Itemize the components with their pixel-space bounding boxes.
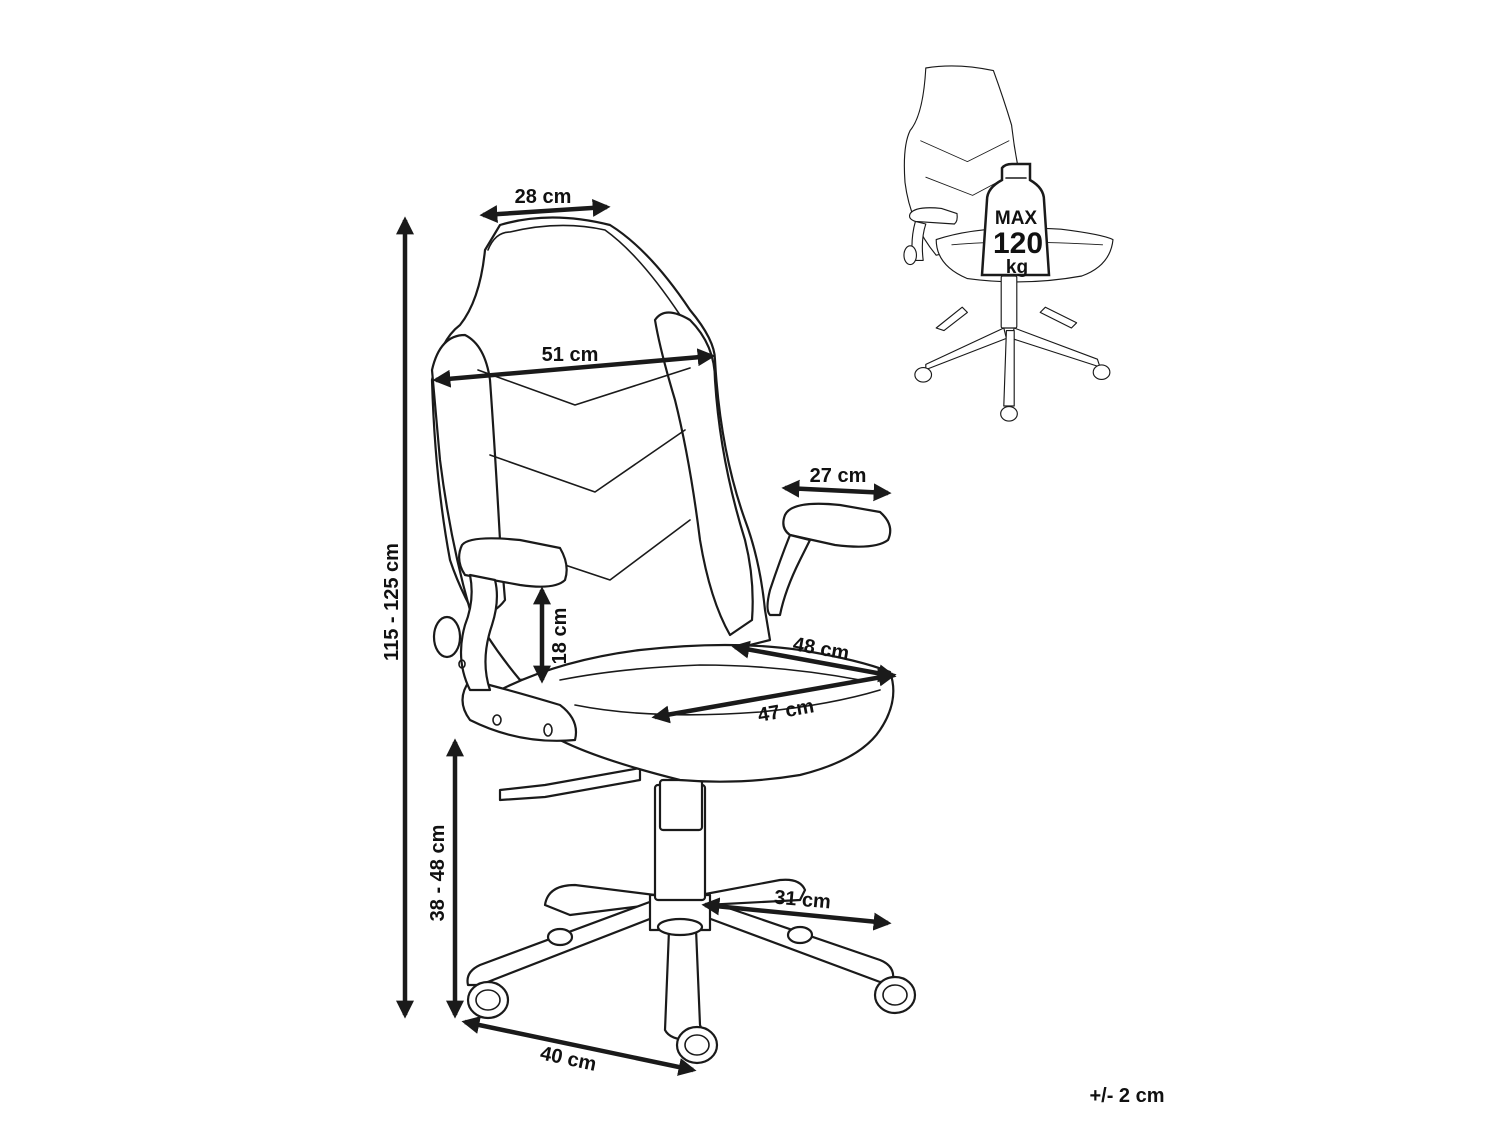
caster-left [466,980,510,1020]
chair-base [466,766,917,1065]
base-radius-label: 31 cm [773,887,831,914]
seat-depth-line [651,668,897,724]
backrest-width-label: 51 cm [542,344,599,366]
headrest-width-label: 28 cm [515,186,572,208]
base-width-line [461,1016,697,1076]
armrest-height-label: 18 cm [549,608,571,665]
caster-front [675,1025,719,1065]
dimension-lines [396,198,897,1076]
caster-right [873,975,917,1015]
max-load-label-line3: kg [1006,257,1028,278]
dimension-labels: 28 cm 51 cm 27 cm 18 cm 48 cm 47 cm 31 c… [381,186,866,1076]
chair-left-armrest [432,537,568,692]
backrest-width-line [432,348,716,388]
armrest-length-label: 27 cm [810,465,867,487]
headrest-width-line [479,198,611,224]
chair-drawing [430,216,917,1065]
tolerance-note: +/- 2 cm [1089,1085,1164,1107]
chair-right-armrest [766,502,892,617]
seat-height-label: 38 - 48 cm [427,825,449,922]
max-load-label-line1: MAX [995,208,1038,229]
weight-icon: MAX 120 kg [980,162,1051,278]
base-radius-line [701,897,892,931]
total-height-label: 115 - 125 cm [381,543,403,661]
armrest-length-line [781,479,892,502]
max-load-label-line2: 120 [993,227,1043,260]
